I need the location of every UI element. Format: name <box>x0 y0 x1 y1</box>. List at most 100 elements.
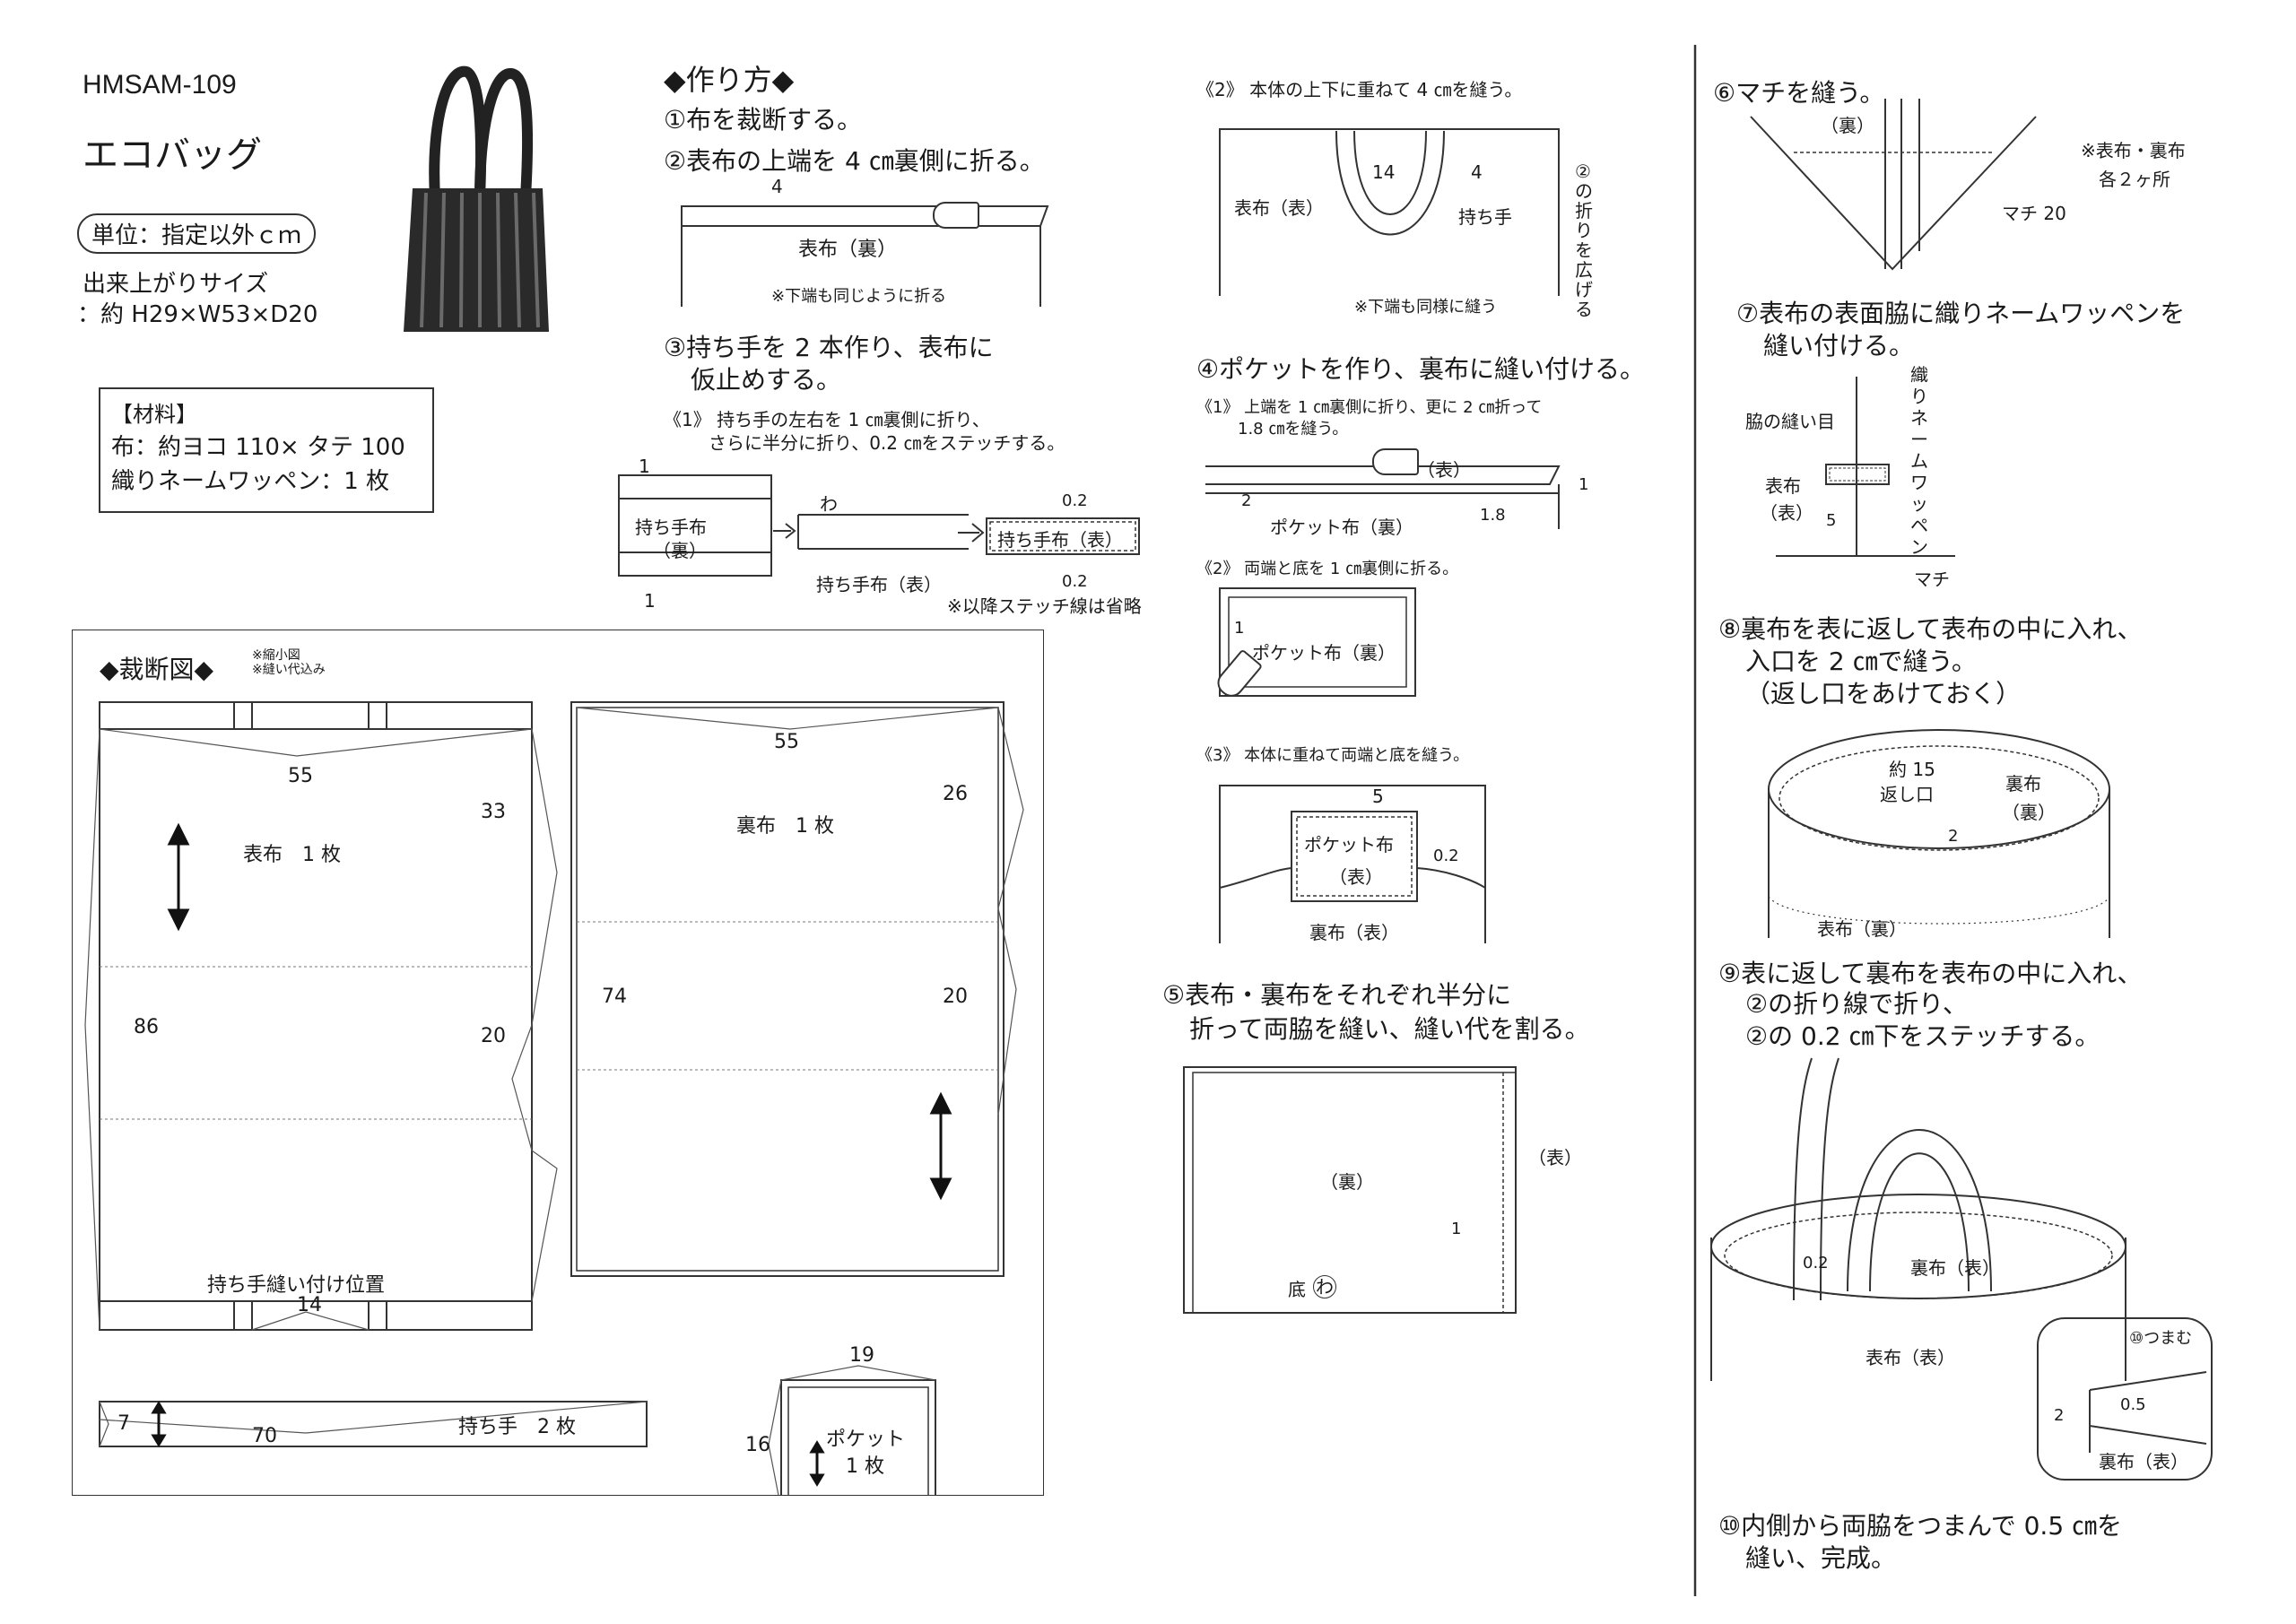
lining-side-top: 26 <box>943 783 968 805</box>
stitch-02-top: 0.2 <box>1062 491 1088 510</box>
step3-sub2-fabric: 表布（表） <box>1234 197 1324 219</box>
fold-wa-mark-2: わ <box>1313 1275 1336 1298</box>
step-2: ②表布の上端を 4 ㎝裏側に折る。 <box>664 146 1045 176</box>
step7-gusset: マチ <box>1914 569 1950 590</box>
lining-height: 74 <box>602 986 627 1008</box>
handle-finished-label: 持ち手布（表） <box>997 529 1123 551</box>
step7-side: 脇の縫い目 <box>1745 411 1835 432</box>
step-7-line1: ⑦表布の表面脇に織りネームワッペンを <box>1736 299 2186 328</box>
lining-side-mid: 20 <box>943 986 968 1008</box>
opening-label: 返し口 <box>1880 784 1934 805</box>
step4-sub2-1: 1 <box>1234 619 1245 638</box>
materials-box: 【材料】 布：約ヨコ 110× タテ 100 織りネームワッペン：1 枚 <box>99 387 434 513</box>
step-10-line1: ⑩内側から両脇をつまんで 0.5 ㎝を <box>1718 1511 2123 1541</box>
outer-side-mid: 20 <box>481 1025 506 1047</box>
handle-back-label: 持ち手布 <box>635 517 707 538</box>
step4-sub1-line2: 1.8 ㎝を縫う。 <box>1238 420 1349 439</box>
cutting-lines <box>84 701 1024 1495</box>
step-3-line2: 仮止めする。 <box>691 365 842 395</box>
step2-fabric: 表布（裏） <box>798 239 898 261</box>
fold-wa-mark: わ <box>820 493 838 515</box>
handle-dim-1-bottom: 1 <box>644 590 656 612</box>
step4-sub3-5: 5 <box>1372 786 1384 807</box>
step3-sub1-line1: 《1》 持ち手の左右を 1 ㎝裏側に折り、 <box>664 409 990 430</box>
step-6: ⑥マチを縫う。 <box>1713 78 1885 108</box>
step7-fabric1: 表布 <box>1765 475 1801 497</box>
step6-note1: ※表布・裏布 <box>2081 140 2186 161</box>
step-8-line1: ⑧裏布を表に返して表布の中に入れ、 <box>1718 614 2143 644</box>
step8-lining1: 裏布 <box>2005 773 2041 795</box>
step8-2: 2 <box>1948 827 1959 846</box>
cutting-diagram: ◆裁断図◆ ※縮小図 ※縫い代込み <box>72 630 1044 1496</box>
step5-back: （裏） <box>1320 1171 1374 1193</box>
step9-lining: 裏布（表） <box>1910 1257 2000 1279</box>
step4-sub1-line1: 《1》 上端を 1 ㎝裏側に折り、更に 2 ㎝折って <box>1196 398 1543 417</box>
pocket-width: 19 <box>849 1344 874 1367</box>
step-7-line2: 縫い付ける。 <box>1763 331 1915 360</box>
step9-05: 0.5 <box>2120 1395 2146 1414</box>
step-1: ①布を裁断する。 <box>664 105 863 135</box>
step-5-line1: ⑤表布・裏布をそれぞれ半分に <box>1162 980 1512 1010</box>
step7-fabric2: （表） <box>1760 502 1813 524</box>
iron-icon-2 <box>1372 448 1419 475</box>
outer-width: 55 <box>288 765 313 787</box>
step6-back: （裏） <box>1821 115 1874 136</box>
stitch-02-bottom: 0.2 <box>1062 572 1088 591</box>
step3-sub2-note: ※下端も同様に縫う <box>1354 298 1498 317</box>
step2-dim: 4 <box>771 176 783 197</box>
lining-label: 裏布 1 枚 <box>736 815 834 838</box>
outer-side-top: 33 <box>481 801 506 823</box>
step7-5: 5 <box>1826 511 1837 530</box>
step9-pinch: ⑩つまむ <box>2129 1329 2193 1348</box>
step-9-line3: ②の 0.2 ㎝下をステッチする。 <box>1745 1021 2100 1051</box>
step2-note: ※下端も同じように折る <box>771 287 947 306</box>
step6-note2: 各２ヶ所 <box>2099 169 2170 190</box>
step3-sub2-handle: 持ち手 <box>1458 206 1512 228</box>
step5-1: 1 <box>1451 1220 1462 1238</box>
step9-2: 2 <box>2054 1406 2065 1425</box>
cutting-notes: ※縮小図 ※縫い代込み <box>252 648 326 677</box>
note-seam: ※縫い代込み <box>252 663 326 677</box>
step3-sub2-14: 14 <box>1372 161 1396 183</box>
materials-heading: 【材料】 <box>111 402 197 427</box>
handle-front-label: 持ち手布（表） <box>816 574 942 595</box>
handle-back-label2: （裏） <box>653 540 707 561</box>
materials-fabric: 布：約ヨコ 110× タテ 100 <box>111 434 405 461</box>
step4-sub3: 《3》 本体に重ねて両端と底を縫う。 <box>1196 746 1470 765</box>
outer-height: 86 <box>134 1016 159 1038</box>
step3-sub2: 《2》 本体の上下に重ねて 4 ㎝を縫う。 <box>1196 79 1523 100</box>
step4-sub1-18: 1.8 <box>1480 506 1506 525</box>
step4-sub1-front: （表） <box>1417 459 1471 481</box>
finished-size-label: 出来上がりサイズ <box>83 271 269 298</box>
step-9-line1: ⑨表に返して裏布を表布の中に入れ、 <box>1718 959 2143 988</box>
note-reduced: ※縮小図 <box>252 648 300 663</box>
pocket-label: ポケット <box>826 1429 906 1451</box>
handle-width: 7 <box>117 1412 130 1435</box>
finished-size-value: ：約 H29×W53×D20 <box>77 301 318 328</box>
page-title: エコバッグ <box>83 135 262 176</box>
handle-length: 70 <box>252 1425 277 1447</box>
opening-size: 約 15 <box>1889 759 1935 780</box>
step9-lining2: 裏布（表） <box>2099 1451 2188 1472</box>
step-3-line1: ③持ち手を 2 本作り、表布に <box>664 333 994 362</box>
step6-gusset: マチ 20 <box>2002 203 2066 224</box>
step9-02: 0.2 <box>1803 1254 1829 1272</box>
step-8-line3: （返し口をあけておく） <box>1745 679 2022 708</box>
step3-sub2-4: 4 <box>1471 161 1483 183</box>
step-4: ④ポケットを作り、裏布に縫い付ける。 <box>1196 354 1645 384</box>
step3-sub1-line2: さらに半分に折り、0.2 ㎝をステッチする。 <box>709 432 1065 454</box>
steps-heading: ◆作り方◆ <box>664 63 795 97</box>
step4-sub2: 《2》 両端と底を 1 ㎝裏側に折る。 <box>1196 560 1459 578</box>
step4-sub1-fabric: ポケット布（裏） <box>1270 517 1413 538</box>
outer-label: 表布 1 枚 <box>243 844 341 866</box>
materials-label: 織りネームワッペン：1 枚 <box>111 468 390 495</box>
pocket-height: 16 <box>745 1434 770 1456</box>
lining-width: 55 <box>774 731 799 753</box>
step-5-line2: 折って両脇を縫い、縫い代を割る。 <box>1189 1014 1590 1044</box>
step4-sub3-02: 0.2 <box>1433 847 1459 865</box>
step3-sub2-fold: ②の折りを広げる <box>1575 161 1593 320</box>
step8-outer: 表布（裏） <box>1817 918 1907 940</box>
iron-icon <box>933 202 979 229</box>
pocket-fabric-label: ポケット布 <box>1304 834 1394 855</box>
step9-outer: 表布（表） <box>1866 1347 1955 1368</box>
